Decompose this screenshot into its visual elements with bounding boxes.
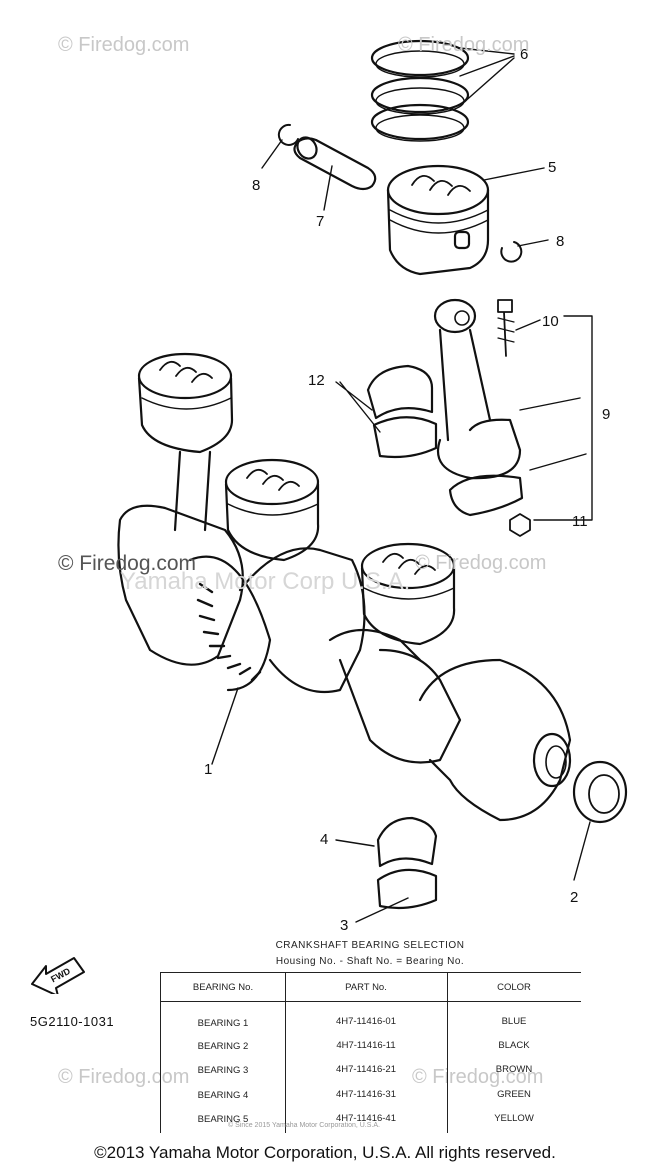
table-subtitle: Housing No. - Shaft No. = Bearing No. <box>275 956 465 967</box>
main-bearings <box>376 816 438 910</box>
callout-6: 6 <box>520 46 529 63</box>
watermark: © Firedog.com <box>398 34 530 56</box>
watermark: Yamaha Motor Corp U.S.A. <box>120 568 411 595</box>
callout-12: 12 <box>308 372 325 389</box>
copyright-footer: ©2013 Yamaha Motor Corporation, U.S.A. A… <box>94 1143 556 1162</box>
piston-pin <box>293 136 377 191</box>
table-small-copyright: © Since 2015 Yamaha Motor Corporation, U… <box>228 1122 380 1129</box>
table-cell: 4H7-11416-21 <box>335 1064 397 1075</box>
table-cell: GREEN <box>497 1089 531 1100</box>
watermark: © Firedog.com <box>415 552 547 574</box>
table-cell: 4H7-11416-31 <box>335 1089 397 1100</box>
bearing-selection-table: BEARING No. PART No. COLOR BEARING 1 4H7… <box>160 972 581 1133</box>
callout-3: 3 <box>340 917 349 934</box>
arrow-badge-icon: FWD <box>31 957 85 994</box>
table-header: BEARING No. <box>192 982 254 993</box>
table-header: PART No. <box>345 982 387 993</box>
table-cell: BEARING 3 <box>197 1065 249 1076</box>
callout-8-clip: 8 <box>252 177 261 194</box>
table-cell: BEARING 2 <box>197 1041 249 1052</box>
table-cell: BLUE <box>501 1016 527 1027</box>
watermark: © Firedog.com <box>412 1066 544 1088</box>
table-cell: 4H7-11416-41 <box>335 1113 397 1124</box>
connecting-rod <box>433 298 531 537</box>
table-cell: YELLOW <box>494 1113 534 1124</box>
watermark: © Firedog.com <box>58 34 190 56</box>
crankshaft-assembly <box>117 352 572 822</box>
callout-8-clip-right: 8 <box>556 233 565 250</box>
callout-9: 9 <box>602 406 611 423</box>
callout-11: 11 <box>572 513 588 530</box>
diagram-code: 5G2110-1031 <box>30 1014 115 1029</box>
callout-4: 4 <box>320 831 329 848</box>
table-cell: BLACK <box>498 1040 530 1051</box>
callout-5: 5 <box>548 159 557 176</box>
oil-seal <box>572 760 628 824</box>
piston-rings <box>370 39 470 142</box>
leader-lines <box>211 47 593 923</box>
table-cell: 4H7-11416-11 <box>336 1040 396 1051</box>
callout-2: 2 <box>570 889 579 906</box>
watermark: © Firedog.com <box>58 552 197 575</box>
table-cell: BEARING 5 <box>197 1114 249 1125</box>
table-cell: 4H7-11416-01 <box>335 1016 397 1027</box>
callout-7: 7 <box>316 213 325 230</box>
watermark: © Firedog.com <box>58 1066 190 1088</box>
table-cell: BROWN <box>495 1064 533 1075</box>
table-cell: BEARING 4 <box>197 1090 249 1101</box>
callout-10: 10 <box>542 313 559 330</box>
big-end-bearings <box>366 364 438 459</box>
table-title: CRANKSHAFT BEARING SELECTION <box>275 940 465 951</box>
piston <box>386 164 490 276</box>
table-header: COLOR <box>497 982 531 993</box>
crankshaft-piston-diagram <box>117 39 628 923</box>
table-cell: BEARING 1 <box>197 1018 249 1029</box>
callout-1: 1 <box>204 761 213 778</box>
